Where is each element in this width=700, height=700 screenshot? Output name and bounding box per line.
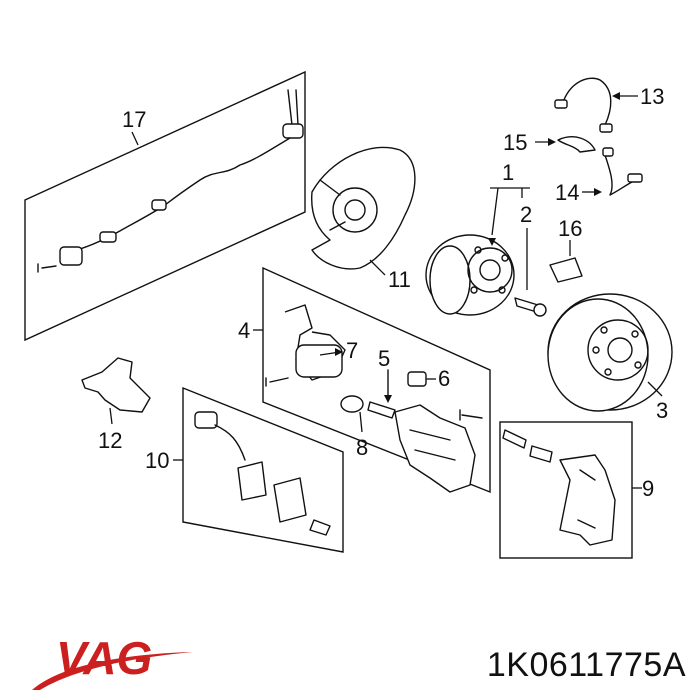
brake-disc: 3	[547, 293, 673, 423]
brake-pads-group: 10	[145, 386, 344, 553]
callout-5: 5	[378, 346, 390, 371]
callout-11: 11	[388, 267, 411, 292]
callout-2: 2	[520, 202, 532, 227]
carrier-group: 9	[499, 421, 654, 559]
callout-10: 10	[145, 448, 169, 473]
backing-plate: 11	[311, 146, 416, 292]
wheel-hub: 1 2	[425, 160, 547, 317]
sensor-bracket: 12	[81, 357, 151, 453]
abs-sensor-group: 17	[24, 70, 306, 342]
callout-3: 3	[656, 398, 668, 423]
callout-7: 7	[346, 338, 358, 363]
callout-17: 17	[122, 107, 146, 132]
callout-16: 16	[558, 216, 582, 241]
caliper-group: 4 7 5 6 8	[238, 266, 491, 494]
callout-8: 8	[356, 435, 368, 460]
callout-1: 1	[502, 160, 514, 185]
callout-13: 13	[640, 84, 664, 109]
logo-text: VAG	[56, 632, 152, 684]
part-number: 1K0611775A	[486, 646, 686, 684]
callout-6: 6	[438, 366, 450, 391]
vag-logo: VAG	[32, 632, 193, 690]
callout-14: 14	[555, 180, 579, 205]
callout-15: 15	[503, 130, 527, 155]
callout-12: 12	[98, 428, 122, 453]
callout-9: 9	[642, 476, 654, 501]
brake-hoses: 13 15 14 16	[503, 77, 664, 283]
callout-4: 4	[238, 318, 250, 343]
logo-swoosh	[32, 652, 193, 690]
